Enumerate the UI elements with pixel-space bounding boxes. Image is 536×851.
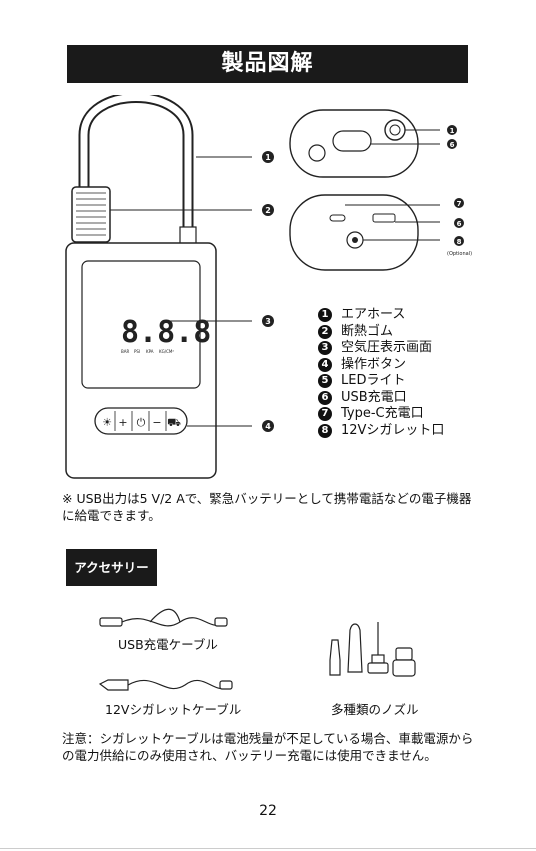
car-cable-caption: 12Vシガレットケーブル	[105, 699, 241, 718]
page-title: 製品図解	[67, 45, 468, 83]
svg-text:1: 1	[265, 153, 271, 162]
cigarette-cable-note: 注意：シガレットケーブルは電池残量が不足している場合、車載電源からの電力供給にの…	[62, 730, 482, 764]
svg-text:KPA: KPA	[146, 349, 154, 354]
svg-text:1: 1	[450, 127, 455, 135]
svg-text:6: 6	[457, 220, 462, 228]
svg-text:PSI: PSI	[134, 349, 140, 354]
bottom-rule	[0, 848, 536, 849]
nozzles-caption: 多種類のノズル	[331, 699, 419, 718]
svg-text:4: 4	[265, 422, 271, 431]
usb-port	[373, 214, 395, 222]
svg-text:8: 8	[457, 238, 462, 246]
power-button: ⏻	[137, 416, 146, 429]
svg-text:3: 3	[265, 317, 271, 326]
svg-text:BAR: BAR	[121, 349, 129, 354]
svg-text:7: 7	[457, 200, 462, 208]
usb-output-note: ※ USB出力は5 V/2 Aで、緊急バッテリーとして携帯電話などの電子機器に給…	[62, 490, 482, 524]
car-cable-image	[100, 680, 232, 690]
typec-port	[330, 215, 345, 221]
light-button: ☀	[102, 416, 112, 429]
display-digits: 8.8.8	[121, 315, 211, 350]
insulation-rubber	[72, 187, 110, 242]
mode-button: ⛟	[167, 416, 181, 429]
svg-text:2: 2	[265, 206, 271, 215]
nozzles-image	[330, 622, 415, 676]
svg-text:6: 6	[450, 141, 455, 149]
plus-button: +	[118, 416, 127, 429]
optional-label: (Optional)	[447, 251, 472, 257]
product-diagram: 8.8.8 BAR PSI KPA KG/CM² ☀ + ⏻ − ⛟	[0, 95, 536, 485]
minus-button: −	[152, 416, 161, 429]
svg-text:KG/CM²: KG/CM²	[159, 349, 174, 354]
usb-cable-caption: USB充電ケーブル	[118, 634, 218, 653]
usb-cable-image	[100, 609, 227, 626]
page-number: 22	[0, 803, 536, 819]
display-unit-labels: BAR PSI KPA KG/CM²	[121, 349, 174, 354]
accessory-heading: アクセサリー	[66, 549, 157, 586]
accessories-illustration	[0, 600, 536, 700]
